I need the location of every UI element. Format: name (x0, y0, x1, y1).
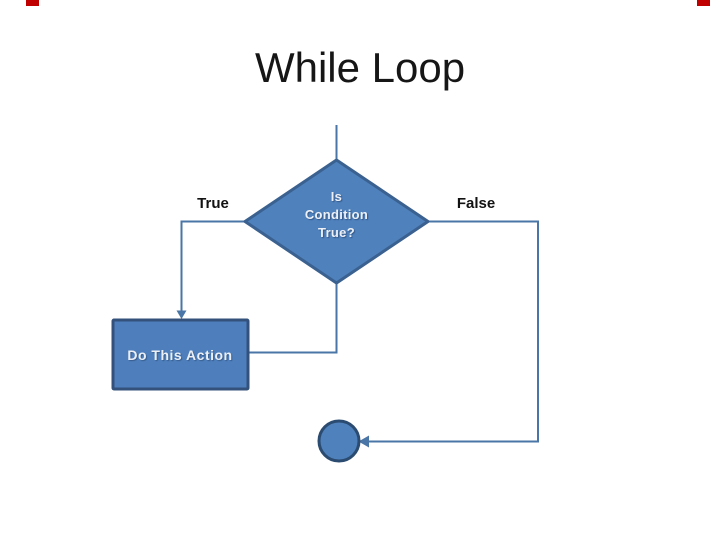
corner-mark-left (26, 0, 39, 6)
connector-false-path (361, 220, 539, 443)
arrowhead-process (176, 310, 187, 319)
false-branch-label: False (456, 195, 496, 212)
terminator-circle (317, 419, 361, 463)
arrowhead-terminator (358, 435, 369, 448)
decision-label: Is Condition True? (276, 188, 397, 242)
slide-title: While Loop (254, 44, 466, 91)
decision-label-line3: True? (318, 225, 355, 240)
decision-label-line2: Condition (304, 207, 369, 222)
process-rectangle (111, 318, 250, 391)
connector-true-path (180, 220, 247, 317)
corner-mark-right (697, 0, 710, 6)
decision-diamond (243, 158, 430, 285)
process-label: Do This Action (127, 346, 233, 363)
true-branch-label: True (197, 195, 229, 212)
connector-loop-path (249, 281, 338, 354)
decision-label-line1: Is (330, 189, 343, 204)
